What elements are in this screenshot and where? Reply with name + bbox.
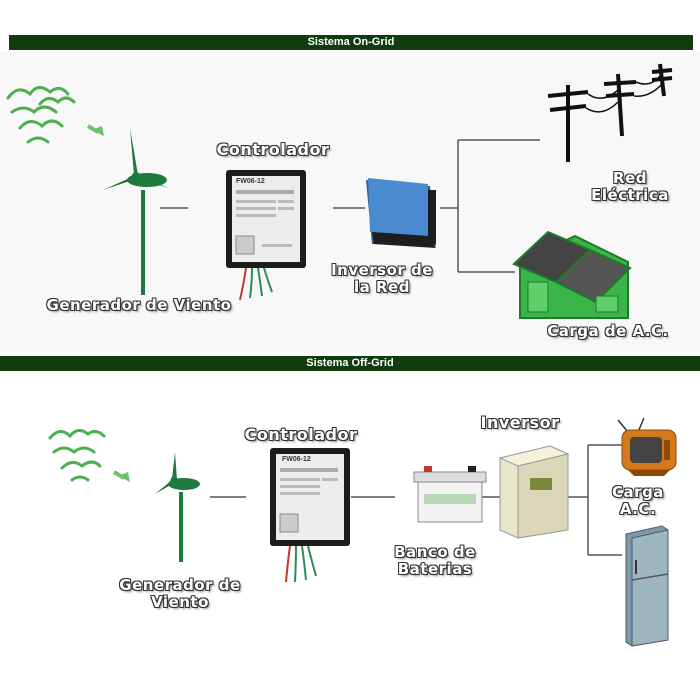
inverter-label-line2: la Red [354,278,410,297]
controller-label: Controlador [244,425,358,444]
on-grid-header: Sistema On-Grid [9,35,693,50]
controller-device-icon [226,170,306,301]
tv-icon [617,417,677,476]
inverter-label-line1: Inversor de [331,261,433,279]
grid-label-line2: Eléctrica [591,186,669,205]
battery-label-line1: Banco de [394,543,476,561]
ac-load-label: Carga de A.C. [547,322,669,340]
controller-model-text: FW06-12 [236,178,265,185]
controller-label: Controlador [216,140,330,159]
battery-icon [413,466,487,523]
grid-label: Red Eléctrica [574,169,686,205]
generator-label-line1: Generador de [119,576,241,594]
battery-label-line2: Baterias [397,560,473,579]
generator-label-line2: Viento [151,593,209,612]
wind-arrow-icon [112,470,130,482]
ac-load-label: Carga A.C. [598,483,678,519]
grid-inverter-icon [366,178,436,248]
battery-bank-label: Banco de Baterias [380,543,490,579]
ac-load-label-line1: Carga [612,483,664,501]
inverter-icon [498,445,570,539]
off-grid-header: Sistema Off-Grid [0,356,700,371]
wind-turbine-icon [155,452,200,562]
inverter-label: Inversor de la Red [320,261,444,297]
generator-label: Generador de Viento [100,576,260,612]
grid-label-line1: Red [613,169,647,187]
wind-icon [48,429,106,482]
ac-load-label-line2: A.C. [619,500,657,519]
power-pole-icon [547,63,673,162]
refrigerator-icon [625,525,669,647]
generator-label: Generador de Viento [46,296,232,314]
inverter-label: Inversor [480,413,560,432]
controller-model-text: FW06-12 [282,456,311,463]
house-load-icon [512,230,632,319]
controller-device-icon [270,448,350,583]
wind-turbine-icon [103,128,168,295]
wind-icon [6,86,76,144]
wind-arrow-icon [86,124,104,136]
